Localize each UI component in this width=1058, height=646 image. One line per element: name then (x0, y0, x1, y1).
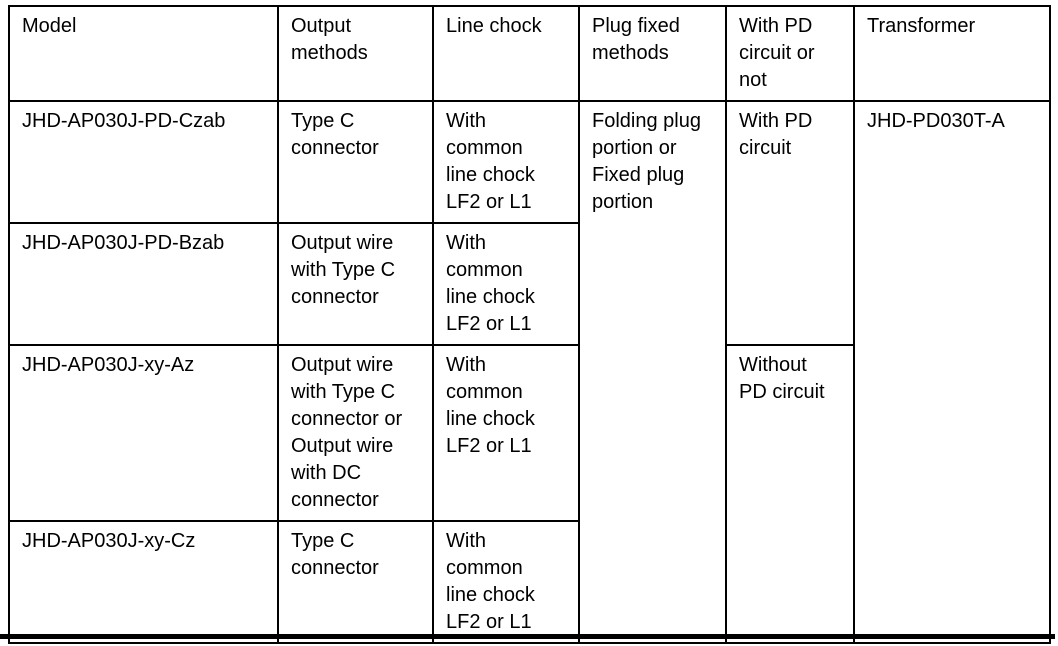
cell-model-czab: JHD-AP030J-PD-Czab (8, 100, 279, 224)
cell-without-pd-circuit: Without PD circuit (725, 344, 855, 644)
table-row-czab: JHD-AP030J-PD-Czab Type C connector With… (8, 100, 1051, 644)
cell-model-bzab: JHD-AP030J-PD-Bzab (8, 222, 279, 346)
cell-output-xy-az: Output wire with Type C connector or Out… (277, 344, 434, 522)
cell-chock-xy-cz: With common line chock LF2 or L1 (432, 520, 580, 644)
cell-chock-bzab: With common line chock LF2 or L1 (432, 222, 580, 346)
cell-model-xy-cz: JHD-AP030J-xy-Cz (8, 520, 279, 644)
cell-model-xy-az: JHD-AP030J-xy-Az (8, 344, 279, 522)
col-header-model: Model (8, 5, 279, 102)
cell-output-bzab: Output wire with Type C connector (277, 222, 434, 346)
cell-output-czab: Type C connector (277, 100, 434, 224)
cell-output-xy-cz: Type C connector (277, 520, 434, 644)
col-header-line-chock: Line chock (432, 5, 580, 102)
cell-with-pd-circuit: With PD circuit (725, 100, 855, 346)
table-row-xy-cz: JHD-AP030J-xy-Cz Type C connector With c… (8, 520, 1050, 644)
cell-transformer: JHD-PD030T-A (853, 100, 1051, 644)
cell-plug-fixed-methods: Folding plug portion or Fixed plug porti… (578, 100, 727, 644)
col-header-transformer: Transformer (853, 5, 1051, 102)
cell-chock-czab: With common line chock LF2 or L1 (432, 100, 580, 224)
spec-table: Model Output methods Line chock Plug fix… (8, 5, 1051, 644)
cell-chock-xy-az: With common line chock LF2 or L1 (432, 344, 580, 522)
col-header-output-methods: Output methods (277, 5, 434, 102)
table-row-xy-az: JHD-AP030J-xy-Az Output wire with Type C… (8, 344, 1050, 644)
header-row: Model Output methods Line chock Plug fix… (8, 5, 1051, 102)
col-header-pd-circuit: With PD circuit or not (725, 5, 855, 102)
col-header-plug-fixed-methods: Plug fixed methods (578, 5, 727, 102)
table-row-bzab: JHD-AP030J-PD-Bzab Output wire with Type… (8, 222, 1050, 346)
bottom-divider-rule (0, 634, 1055, 639)
